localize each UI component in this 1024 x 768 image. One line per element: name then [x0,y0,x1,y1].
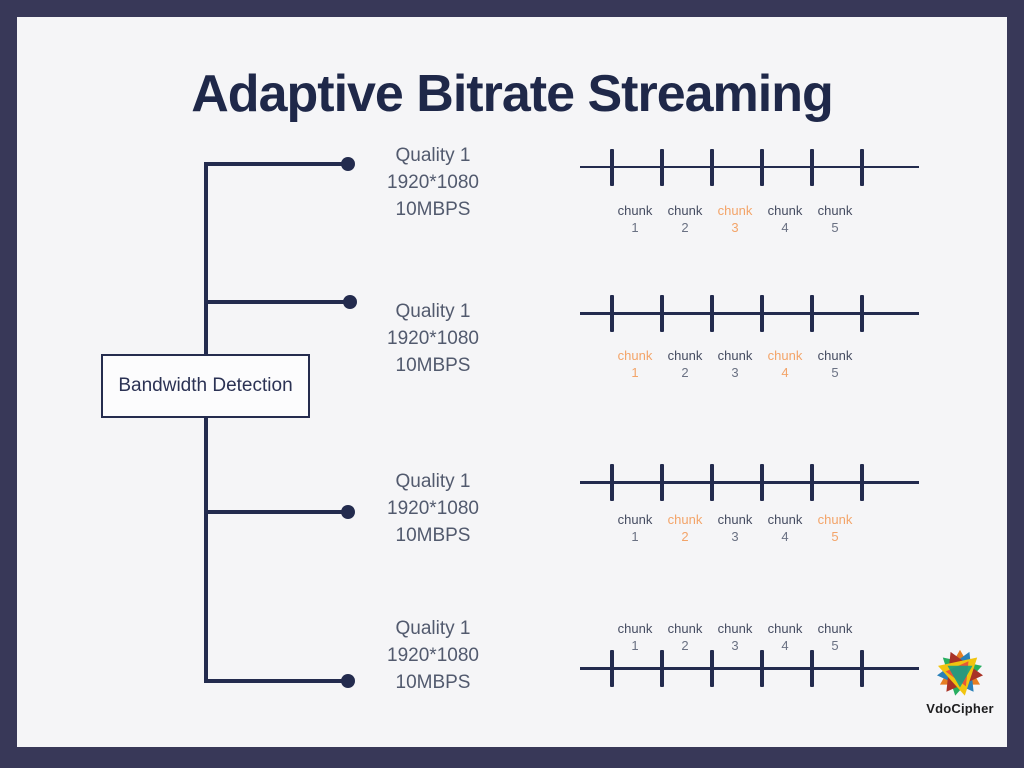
timeline-line [580,667,919,670]
vdocipher-star-icon [936,649,984,696]
timeline-line [580,166,919,168]
timeline-tick [660,149,664,186]
bitrate-line: 10MBPS [395,355,471,376]
timeline-tick [760,149,764,186]
timeline-tick [710,295,714,332]
resolution-line: 1920*1080 [387,172,479,193]
tree-branch-line [204,679,348,683]
resolution-line: 1920*1080 [387,328,479,349]
tree-branch-line [204,300,348,304]
bitrate-line: 10MBPS [395,672,471,693]
quality-line: Quality 1 [395,471,471,492]
timeline-tick [610,149,614,186]
timeline-line [580,481,919,484]
timeline-tick [810,149,814,186]
tree-branch-line [204,510,348,514]
timeline-tick [710,464,714,501]
branch-endpoint-dot [343,295,357,309]
timeline-tick [810,295,814,332]
timeline-tick [860,295,864,332]
timeline-tick [660,295,664,332]
diagram-canvas: Adaptive Bitrate Streaming Bandwidth Det… [17,17,1007,747]
timeline-tick [660,464,664,501]
bitrate-line: 10MBPS [395,525,471,546]
quality-line: Quality 1 [395,618,471,639]
quality-block: Quality 1 1920*1080 10MBPS [358,468,508,549]
timeline-tick [710,149,714,186]
quality-block: Quality 1 1920*1080 10MBPS [358,298,508,379]
branch-endpoint-dot [341,157,355,171]
timeline-tick [860,149,864,186]
timeline-tick [760,295,764,332]
branch-endpoint-dot [341,505,355,519]
quality-block: Quality 1 1920*1080 10MBPS [358,142,508,223]
page-title: Adaptive Bitrate Streaming [191,65,834,123]
tree-trunk-line [204,162,208,683]
timeline-tick [610,295,614,332]
timeline-tick [860,464,864,501]
vdocipher-logo-text: VdoCipher [926,701,994,716]
bandwidth-detection-label: Bandwidth Detection [118,375,293,396]
quality-block: Quality 1 1920*1080 10MBPS [358,615,508,696]
tree-branch-line [204,162,348,166]
resolution-line: 1920*1080 [387,498,479,519]
bandwidth-detection-box: Bandwidth Detection [101,354,310,418]
quality-line: Quality 1 [395,145,471,166]
vdocipher-logo: VdoCipher [910,646,1010,716]
timeline-tick [610,464,614,501]
quality-line: Quality 1 [395,301,471,322]
timeline-tick [810,464,814,501]
bitrate-line: 10MBPS [395,199,471,220]
branch-endpoint-dot [341,674,355,688]
resolution-line: 1920*1080 [387,645,479,666]
timeline-tick [760,464,764,501]
timeline-line [580,312,919,315]
